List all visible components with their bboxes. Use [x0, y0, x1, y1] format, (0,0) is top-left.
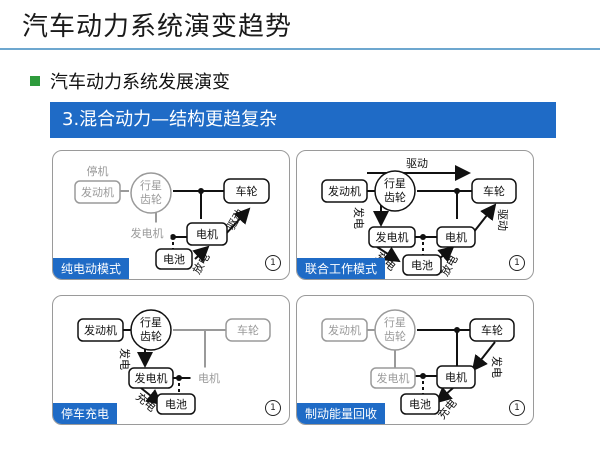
planetary-label-1: 行星 [140, 179, 162, 192]
gen-annotation: 发电 [352, 207, 366, 229]
battery-label: 电池 [409, 398, 431, 411]
generator-label: 发电机 [131, 226, 164, 240]
generator-label: 发电机 [377, 371, 410, 385]
slide-title: 汽车动力系统演变趋势 [22, 12, 293, 42]
stop-annotation: 停机 [87, 164, 109, 178]
combined-mode-diagram: 驱动 发动机 行星 齿轮 发电机 电机 车轮 电池 发电 充电 放电 驱动 [321, 157, 517, 279]
planetary-gear-node [130, 309, 172, 351]
panel-parking-charge: 发动机 行星 齿轮 发电机 电机 车轮 电池 发电 充电 停车充电 1 [52, 295, 290, 425]
battery-label: 电池 [411, 259, 433, 272]
engine-node [77, 318, 124, 342]
engine-label: 发动机 [84, 323, 117, 337]
battery-node [400, 393, 440, 415]
discharge-annotation: 放电 [189, 250, 212, 276]
regen-braking-diagram: 发动机 行星 齿轮 发电机 电机 车轮 电池 发电 充电 [321, 309, 515, 422]
panel-combined-mode: 驱动 发动机 行星 齿轮 发电机 电机 车轮 电池 发电 充电 放电 驱动 联 [296, 150, 534, 280]
charge-annotation: 充电 [133, 390, 159, 415]
battery-label: 电池 [163, 253, 185, 266]
battery-node [155, 248, 193, 270]
motor-node [186, 222, 228, 246]
bullet-row: 汽车动力系统发展演变 [30, 68, 230, 94]
gen-annotation: 发电 [490, 356, 504, 378]
panel-index: 1 [509, 255, 525, 271]
wheel-label: 车轮 [481, 323, 503, 337]
motor-label: 电机 [198, 371, 220, 385]
panel-pure-electric: 发动机 停机 行星 齿轮 发电机 电机 车轮 电池 驱动 放电 纯电动模式 1 [52, 150, 290, 280]
panel-label: 停车充电 [53, 403, 118, 424]
generator-node [124, 222, 171, 244]
planetary-label-1: 行星 [140, 316, 162, 329]
panel-label: 联合工作模式 [297, 258, 386, 279]
pure-electric-diagram: 发动机 停机 行星 齿轮 发电机 电机 车轮 电池 驱动 放电 [74, 164, 270, 277]
motor-node [436, 365, 476, 389]
engine-label: 发动机 [81, 185, 114, 199]
panel-label: 纯电动模式 [53, 258, 130, 279]
parking-charge-diagram: 发动机 行星 齿轮 发电机 电机 车轮 电池 发电 充电 [77, 309, 271, 415]
engine-node [321, 179, 368, 203]
engine-label: 发动机 [328, 184, 361, 198]
planetary-gear-node [130, 172, 172, 214]
panel-label: 制动能量回收 [297, 403, 386, 424]
motor-label: 电机 [445, 370, 467, 384]
wheel-label: 车轮 [236, 184, 258, 198]
generator-node [368, 226, 416, 248]
panel-index: 1 [265, 400, 281, 416]
wheel-node [225, 318, 271, 342]
drive-annotation: 驱动 [496, 209, 509, 231]
planetary-gear-node [374, 170, 416, 212]
planetary-label-2: 齿轮 [140, 192, 162, 206]
motor-node [436, 226, 476, 248]
generator-label: 发电机 [376, 230, 409, 244]
battery-node [156, 393, 196, 415]
bullet-square-icon [30, 76, 40, 86]
panel-index: 1 [265, 255, 281, 271]
panel-regen-braking: 发动机 行星 齿轮 发电机 电机 车轮 电池 发电 充电 制动能量回收 1 [296, 295, 534, 425]
motor-node [190, 367, 228, 389]
generator-node [370, 367, 416, 389]
engine-node [74, 180, 121, 204]
panel-index: 1 [509, 400, 525, 416]
battery-node [402, 254, 442, 276]
planetary-label-1: 行星 [384, 316, 406, 329]
planetary-gear-node [374, 309, 416, 351]
planetary-label-1: 行星 [384, 177, 406, 190]
generator-label: 发电机 [135, 371, 168, 385]
planetary-label-2: 齿轮 [384, 329, 406, 343]
bullet-text: 汽车动力系统发展演变 [50, 72, 230, 93]
drive-top-annotation: 驱动 [406, 157, 428, 170]
motor-label: 电机 [445, 230, 467, 244]
title-divider [0, 48, 600, 50]
wheel-node [471, 178, 517, 204]
gen-annotation: 发电 [118, 348, 132, 370]
section-banner: 3.混合动力—结构更趋复杂 [50, 102, 556, 138]
planetary-label-2: 齿轮 [140, 329, 162, 343]
battery-label: 电池 [165, 398, 187, 411]
motor-label: 电机 [196, 227, 218, 241]
planetary-label-2: 齿轮 [384, 190, 406, 204]
wheel-label: 车轮 [483, 184, 505, 198]
wheel-node [223, 178, 270, 204]
engine-label: 发动机 [328, 323, 361, 337]
wheel-label: 车轮 [237, 323, 259, 337]
drive-annotation: 驱动 [224, 207, 246, 233]
engine-node [321, 318, 368, 342]
generator-node [128, 367, 174, 389]
wheel-node [469, 318, 515, 342]
